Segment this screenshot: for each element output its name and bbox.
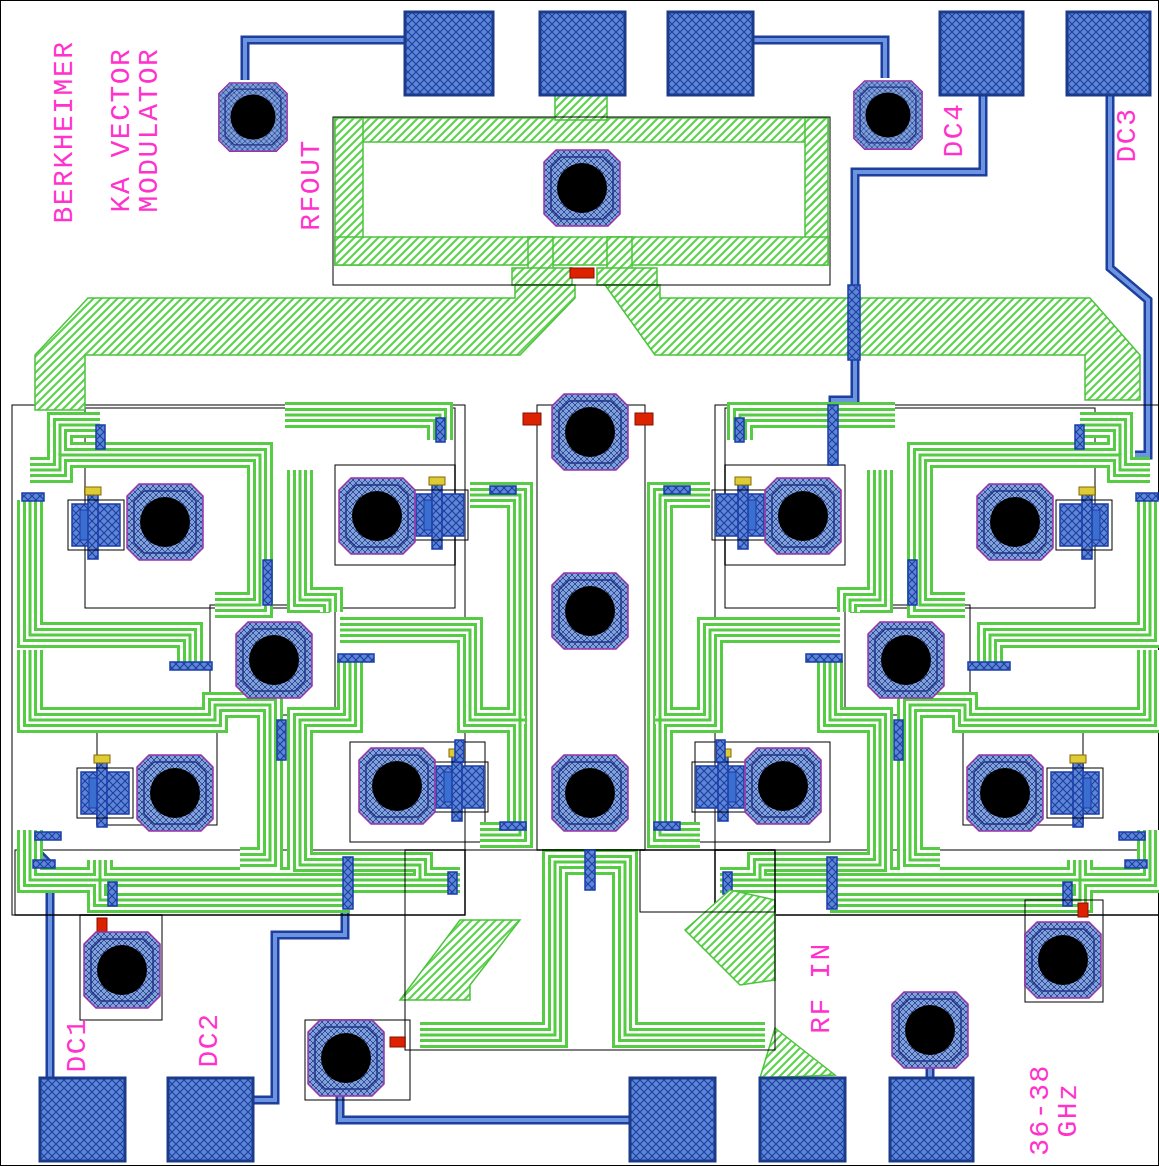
cell-outline <box>333 117 830 285</box>
label-text: DC3 <box>1114 108 1142 163</box>
bias-line <box>40 40 1148 1120</box>
chip-label: RFOUT <box>298 139 326 231</box>
chip-label: 36-38 GHz <box>1027 1060 1083 1160</box>
combiner-line <box>35 95 1140 1078</box>
resistor <box>97 268 1088 1047</box>
label-text: RF IN <box>808 942 836 1034</box>
chip-label: DC1 <box>64 1018 92 1073</box>
right-quadrant <box>654 405 1159 915</box>
cell-outline <box>80 405 1103 1100</box>
chip-label: DC3 <box>1114 108 1142 163</box>
bond-pad <box>40 12 1150 1161</box>
label-text: DC4 <box>941 103 969 158</box>
chip-label: RF IN <box>808 942 836 1034</box>
label-text: RFOUT <box>298 139 326 231</box>
bias-line-fill <box>40 40 1148 1120</box>
label-text: KA VECTOR MODULATOR <box>108 43 164 218</box>
chip-label: BERKHEIMER <box>51 40 79 223</box>
label-text: DC1 <box>64 1018 92 1073</box>
label-text: BERKHEIMER <box>51 40 79 223</box>
left-quadrant <box>12 405 526 915</box>
chip-label: KA VECTOR MODULATOR <box>108 43 164 218</box>
label-text: DC2 <box>196 1013 224 1068</box>
label-text: 36-38 GHz <box>1027 1060 1083 1160</box>
via-hole <box>84 81 1101 1096</box>
chip-label: DC4 <box>941 103 969 158</box>
chip-label: DC2 <box>196 1013 224 1068</box>
